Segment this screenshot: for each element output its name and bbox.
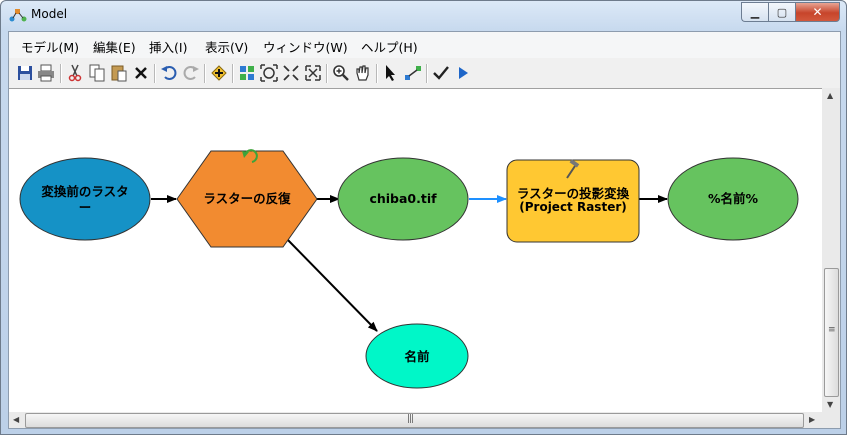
model-canvas[interactable]: 変換前のラスタ ー ラスターの反復 chiba0.tif — [9, 88, 822, 413]
vertical-scroll-thumb[interactable]: ≡ — [824, 268, 839, 397]
full-extent-icon[interactable] — [259, 63, 279, 83]
zoom-in-fixed-icon[interactable] — [281, 63, 301, 83]
model-app-icon — [9, 9, 27, 22]
zoom-out-fixed-icon[interactable] — [303, 63, 323, 83]
paste-icon[interactable] — [109, 63, 129, 83]
minimize-button[interactable]: ▁ — [741, 2, 768, 22]
menu-model[interactable]: モデル(M) — [21, 40, 80, 55]
scroll-up-icon[interactable]: ▲ — [827, 91, 834, 100]
close-icon: ✕ — [812, 5, 823, 19]
pan-icon[interactable] — [353, 63, 373, 83]
redo-icon[interactable] — [181, 63, 201, 83]
connect-icon[interactable] — [403, 63, 423, 83]
scroll-right-icon[interactable]: ▶ — [809, 415, 816, 424]
input-raster-shape — [19, 157, 151, 241]
chiba-label: chiba0.tif — [369, 191, 437, 206]
node-chiba-tif[interactable]: chiba0.tif — [337, 157, 469, 241]
output-shape — [667, 157, 799, 241]
node-project-raster[interactable]: ラスターの投影変換 (Project Raster) — [506, 159, 640, 243]
menu-help[interactable]: ヘルプ(H) — [361, 40, 418, 55]
node-input-raster[interactable]: 変換前のラスタ ー — [19, 157, 151, 241]
add-data-icon[interactable] — [209, 63, 229, 83]
menu-view[interactable]: 表示(V) — [205, 40, 249, 55]
name-shape — [365, 323, 469, 389]
menu-bar: モデル(M) 編集(E) 挿入(I) 表示(V) ウィンドウ(W) ヘルプ(H) — [9, 32, 840, 58]
project-raster-label: ラスターの投影変換 — [517, 186, 630, 201]
delete-icon[interactable] — [131, 63, 151, 83]
horizontal-scroll-thumb[interactable]: ||| — [25, 413, 804, 428]
title-bar[interactable]: Model ▁ ▢ ✕ — [1, 1, 846, 31]
node-name[interactable]: 名前 — [365, 323, 469, 389]
scroll-left-icon[interactable]: ◀ — [13, 415, 20, 424]
vertical-scrollbar[interactable]: ▲ ≡ ▼ — [822, 88, 840, 412]
grip-icon: ||| — [407, 414, 414, 424]
grip-icon: ≡ — [828, 325, 835, 335]
run-icon[interactable] — [453, 63, 473, 83]
menu-insert[interactable]: 挿入(I) — [149, 40, 188, 55]
horizontal-scrollbar[interactable]: ◀ ||| ▶ — [9, 412, 822, 428]
model-diagram: 変換前のラスタ ー ラスターの反復 chiba0.tif — [19, 149, 799, 389]
hammer-icon — [566, 159, 580, 179]
cut-icon[interactable] — [65, 63, 85, 83]
input-raster-label-line2: ー — [79, 200, 92, 215]
iterator-shape — [176, 150, 318, 248]
save-icon[interactable] — [15, 63, 35, 83]
maximize-icon: ▢ — [776, 5, 788, 19]
scrollbar-corner — [822, 412, 840, 428]
toolbar — [9, 58, 840, 88]
zoom-in-icon[interactable] — [331, 63, 351, 83]
node-iterator[interactable]: ラスターの反復 — [176, 149, 318, 248]
chiba-shape — [337, 157, 469, 241]
close-button[interactable]: ✕ — [795, 2, 840, 22]
select-icon[interactable] — [381, 63, 401, 83]
copy-icon[interactable] — [87, 63, 107, 83]
auto-layout-icon[interactable] — [237, 63, 257, 83]
client-area: モデル(M) 編集(E) 挿入(I) 表示(V) ウィンドウ(W) ヘルプ(H) — [8, 31, 841, 429]
connector-iterator-to-name[interactable] — [284, 236, 378, 332]
input-raster-label: 変換前のラスタ — [41, 184, 128, 199]
maximize-button[interactable]: ▢ — [768, 2, 795, 22]
print-icon[interactable] — [36, 63, 56, 83]
menu-window[interactable]: ウィンドウ(W) — [263, 40, 348, 55]
output-label: %名前% — [708, 191, 759, 206]
window-title: Model — [31, 7, 68, 21]
minimize-icon: ▁ — [750, 5, 760, 19]
iterator-label: ラスターの反復 — [203, 191, 291, 206]
node-output[interactable]: %名前% — [667, 157, 799, 241]
name-label: 名前 — [404, 349, 430, 364]
scroll-down-icon[interactable]: ▼ — [827, 400, 834, 409]
iterate-icon — [242, 149, 258, 163]
validate-icon[interactable] — [431, 63, 451, 83]
project-raster-label-line2: (Project Raster) — [519, 200, 626, 214]
menu-edit[interactable]: 編集(E) — [93, 40, 136, 55]
undo-icon[interactable] — [159, 63, 179, 83]
